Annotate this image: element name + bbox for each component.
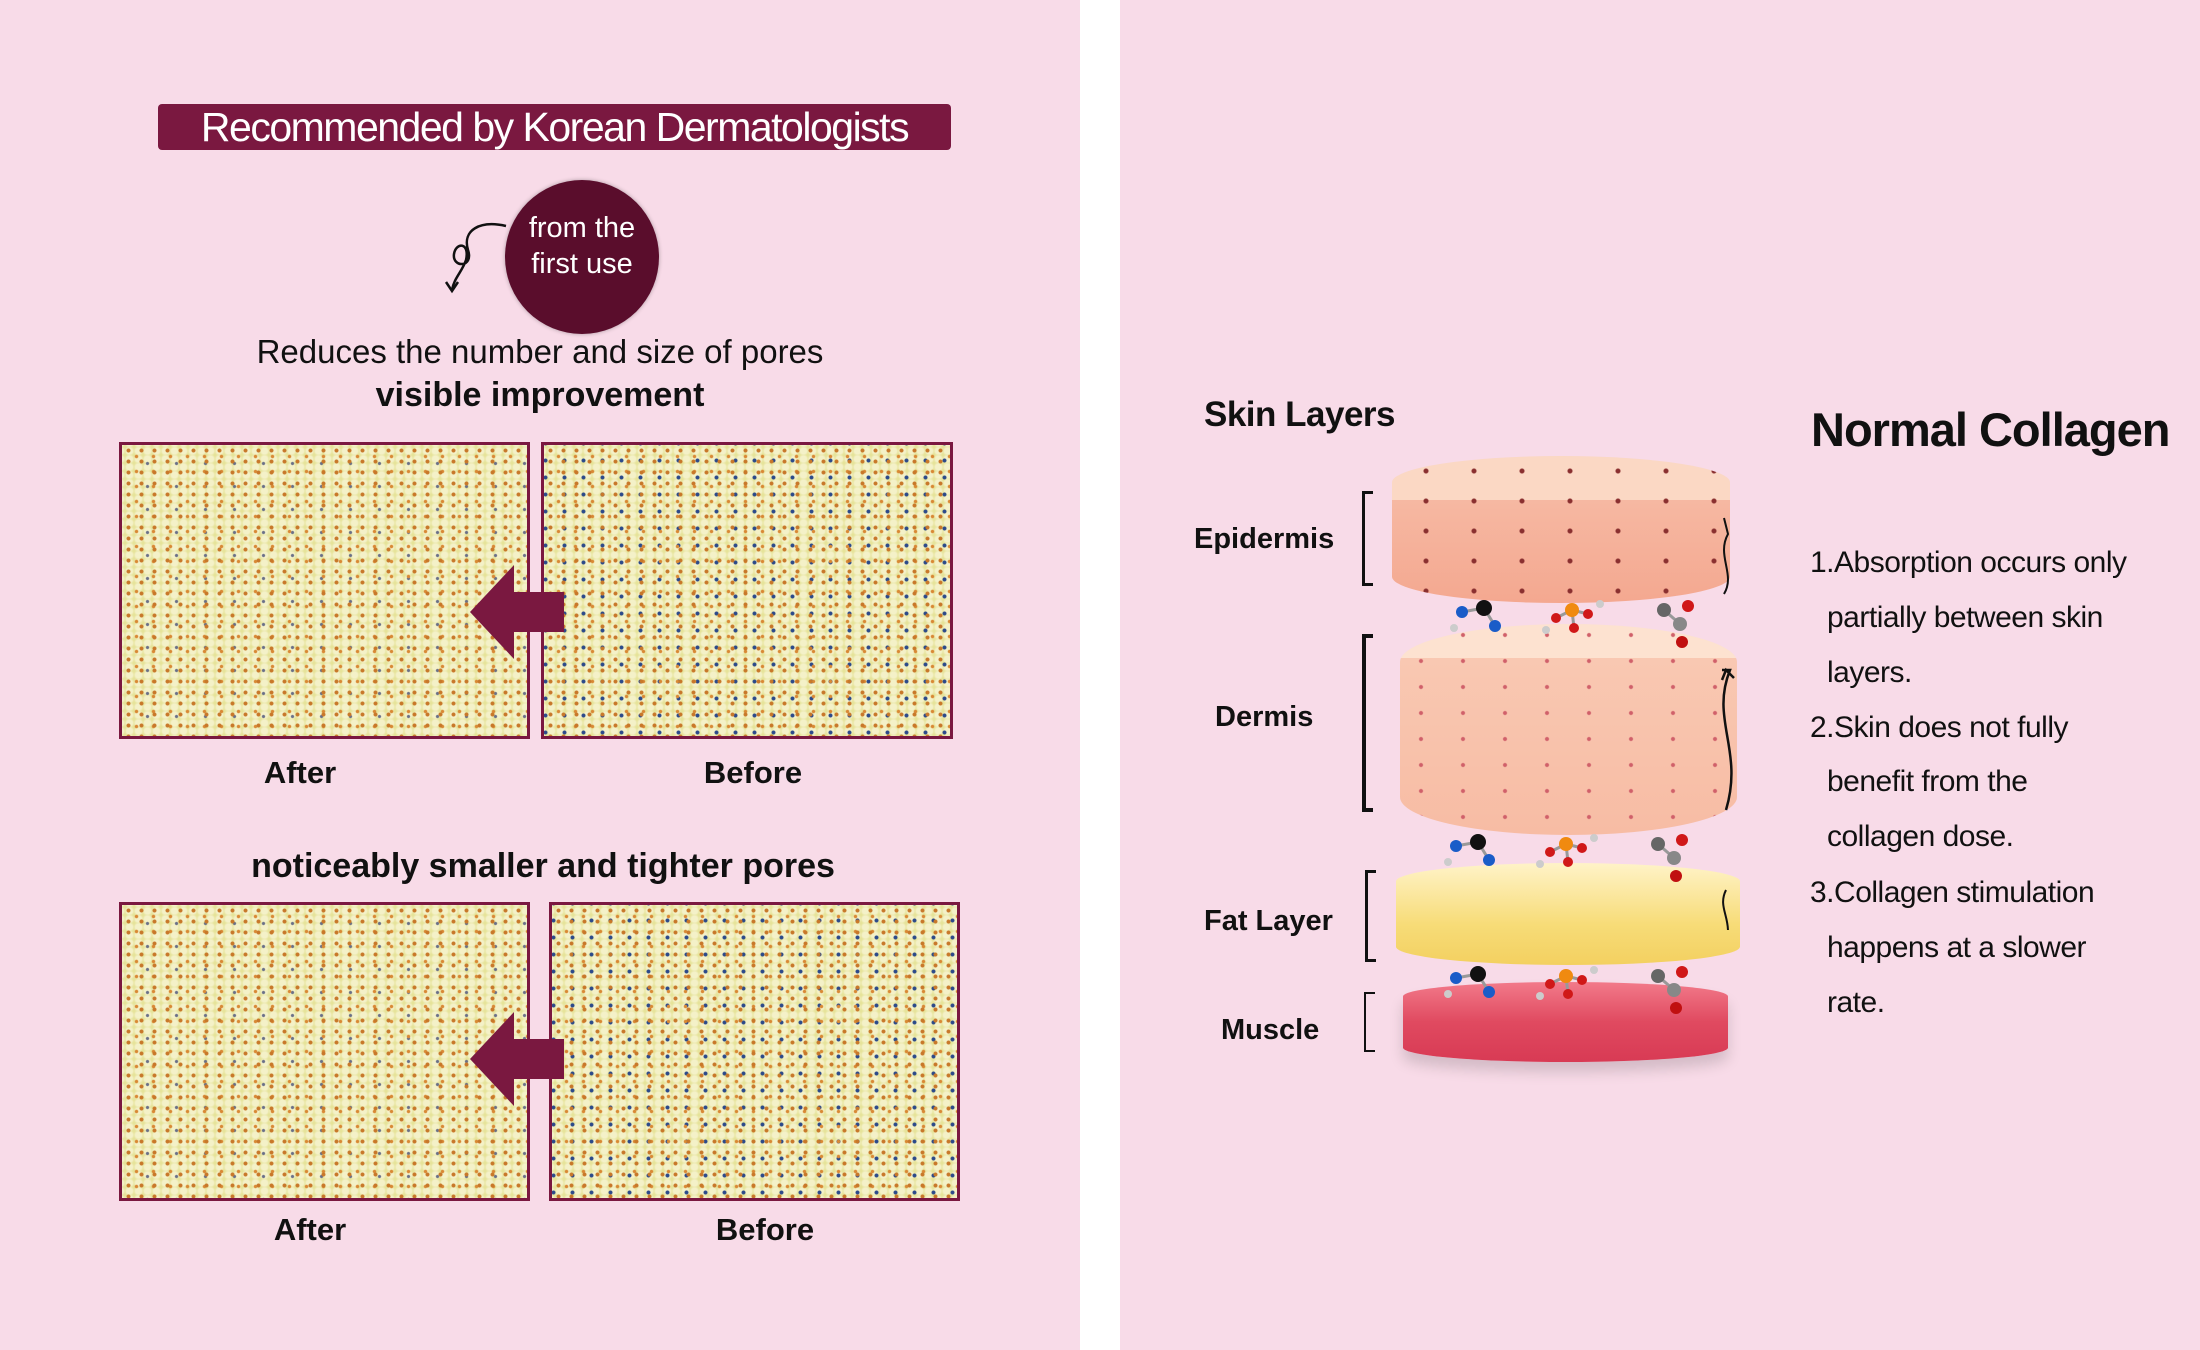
list-number: 1. (1810, 546, 1835, 579)
title-banner: Recommended by Korean Dermatologists (158, 104, 951, 150)
list-text: Collagen stimulation (1834, 876, 2095, 909)
before-label-2: Before (715, 1212, 815, 1247)
badge-line-2: first use (531, 248, 633, 280)
before-image-2 (549, 902, 960, 1201)
after-image-2 (119, 902, 530, 1201)
before-label-1: Before (703, 755, 803, 790)
normal-collagen-title: Normal Collagen (1811, 403, 2170, 456)
list-text: Absorption occurs only (1834, 546, 2127, 579)
bracket-icon (1365, 870, 1376, 962)
list-number: 2. (1810, 711, 1835, 744)
list-item-2: 2.Skin does not fully (1810, 711, 2069, 745)
bracket-icon (1362, 491, 1373, 586)
list-text: Skin does not fully (1834, 711, 2069, 744)
first-use-badge: from the first use (505, 180, 659, 334)
after-label-1: After (263, 755, 337, 790)
list-text: rate. (1827, 986, 1885, 1019)
bracket-icon (1364, 992, 1375, 1052)
left-arrow-icon (470, 565, 564, 659)
after-image-1 (119, 442, 530, 739)
badge-line-1: from the (528, 212, 636, 244)
list-text: benefit from the (1827, 765, 2028, 798)
list-number: 3. (1810, 876, 1835, 909)
wavy-arrow-icon (1720, 517, 1735, 930)
dermis-layer (1400, 624, 1737, 835)
skin-layers-title: Skin Layers (1204, 395, 1396, 434)
list-item-3: 3.Collagen stimulation (1810, 876, 2095, 910)
layer-label-fat: Fat Layer (1204, 905, 1333, 937)
subtitle: Reduces the number and size of pores (256, 333, 824, 370)
layer-label-muscle: Muscle (1221, 1014, 1320, 1046)
left-arrow-icon (470, 1012, 564, 1106)
list-text: layers. (1827, 656, 1912, 689)
curly-arrow-icon (444, 223, 507, 294)
before-image-1 (541, 442, 953, 739)
layer-label-dermis: Dermis (1215, 701, 1314, 733)
heading-visible-improvement: visible improvement (375, 376, 705, 414)
heading-smaller-pores: noticeably smaller and tighter pores (251, 847, 835, 885)
molecules-icon (1442, 598, 1696, 1016)
fat-layer (1396, 863, 1740, 965)
list-item-1: 1.Absorption occurs only (1810, 546, 2127, 580)
list-text: happens at a slower (1827, 931, 2087, 964)
bracket-icon (1362, 634, 1373, 812)
epidermis-layer (1392, 456, 1730, 603)
layer-label-epidermis: Epidermis (1194, 523, 1335, 555)
list-text: partially between skin (1827, 601, 2103, 634)
after-label-2: After (273, 1212, 347, 1247)
list-text: collagen dose. (1827, 820, 2014, 853)
